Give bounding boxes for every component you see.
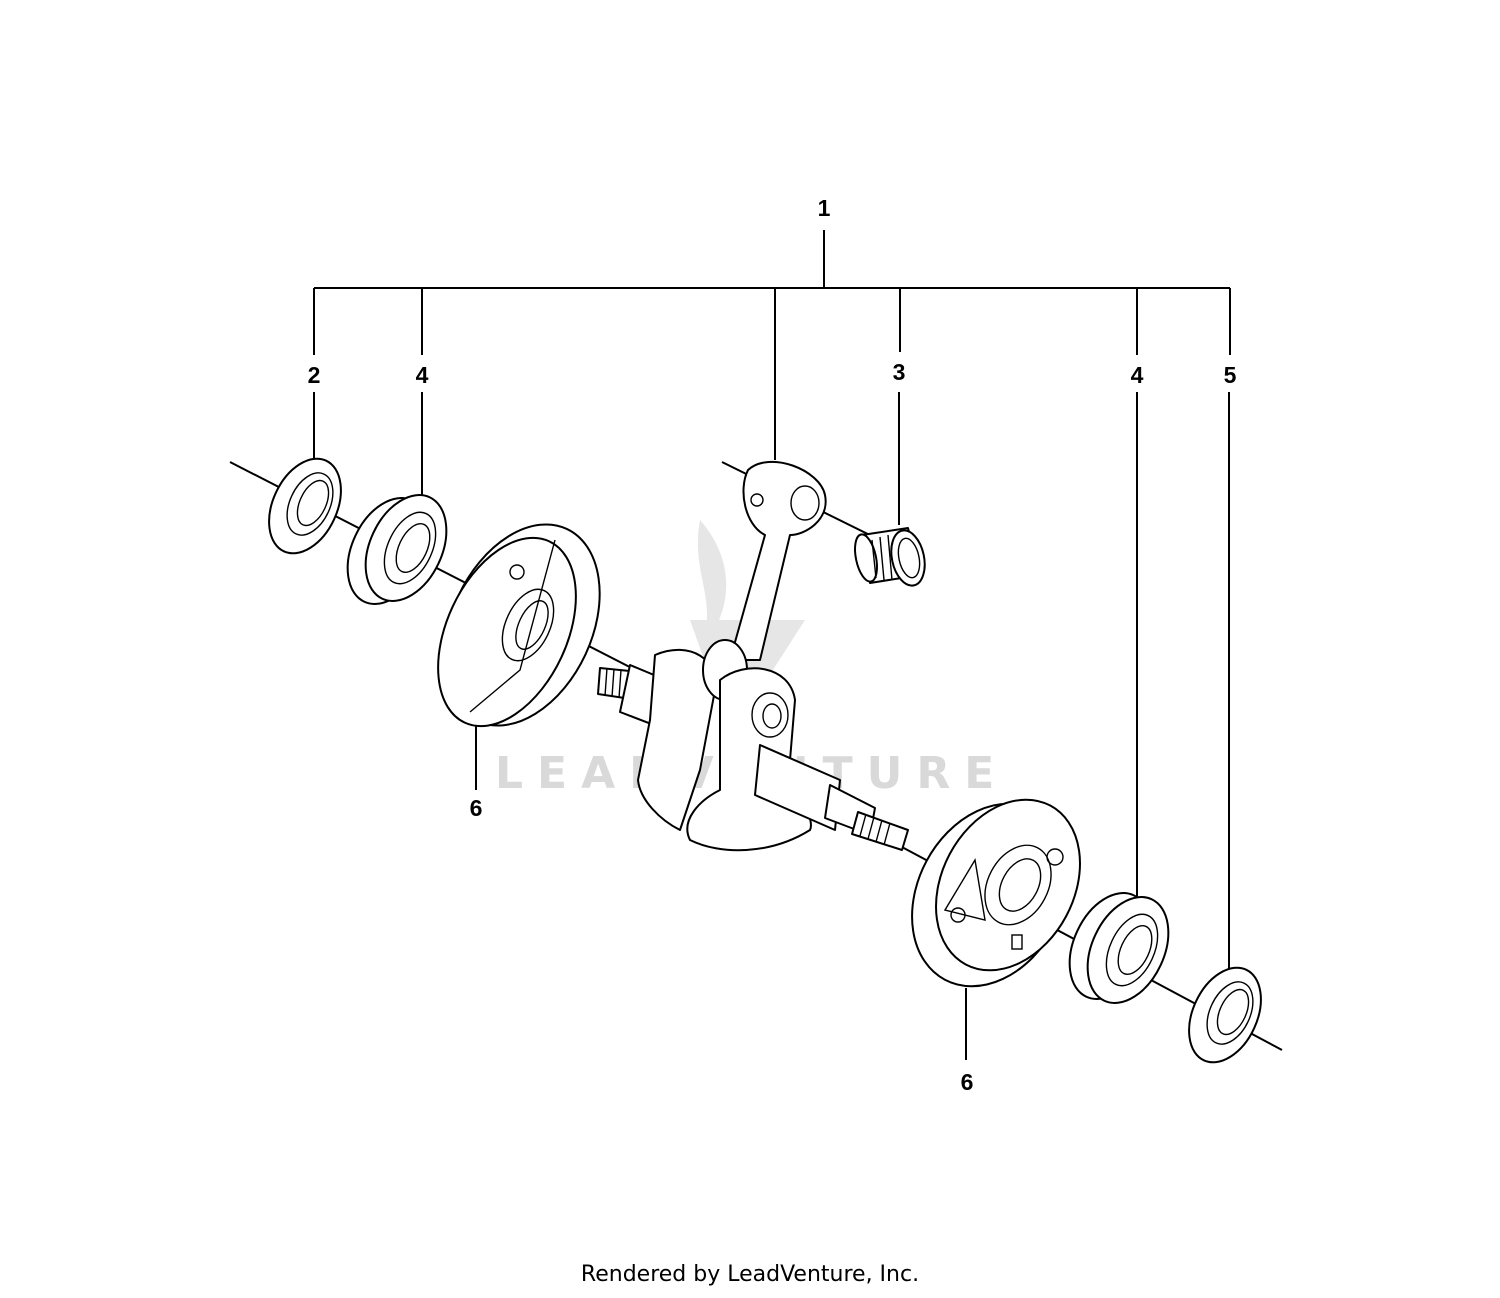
- callout-3: 3: [893, 359, 906, 385]
- callout-numbers: 1 2 4 3 4 5 6 6: [308, 195, 1237, 1095]
- callout-2: 2: [308, 362, 321, 388]
- oil-seal-right: [1188, 966, 1262, 1064]
- callout-6-left: 6: [470, 795, 483, 821]
- footer-credit: Rendered by LeadVenture, Inc.: [580, 1262, 920, 1287]
- callout-lines: [313, 230, 1231, 1060]
- callout-1: 1: [818, 195, 831, 221]
- crank-disc-left: [437, 523, 601, 728]
- ball-bearing-left: [346, 494, 448, 605]
- needle-bearing: [854, 527, 926, 587]
- ball-bearing-right: [1068, 892, 1170, 1004]
- oil-seal-left: [268, 457, 342, 555]
- crank-disc-right: [911, 798, 1081, 988]
- callout-6-right: 6: [961, 1069, 974, 1095]
- crankshaft-assembly: [597, 460, 909, 852]
- callout-4-left: 4: [416, 362, 429, 388]
- callout-4-right: 4: [1131, 362, 1144, 388]
- callout-5: 5: [1224, 362, 1237, 388]
